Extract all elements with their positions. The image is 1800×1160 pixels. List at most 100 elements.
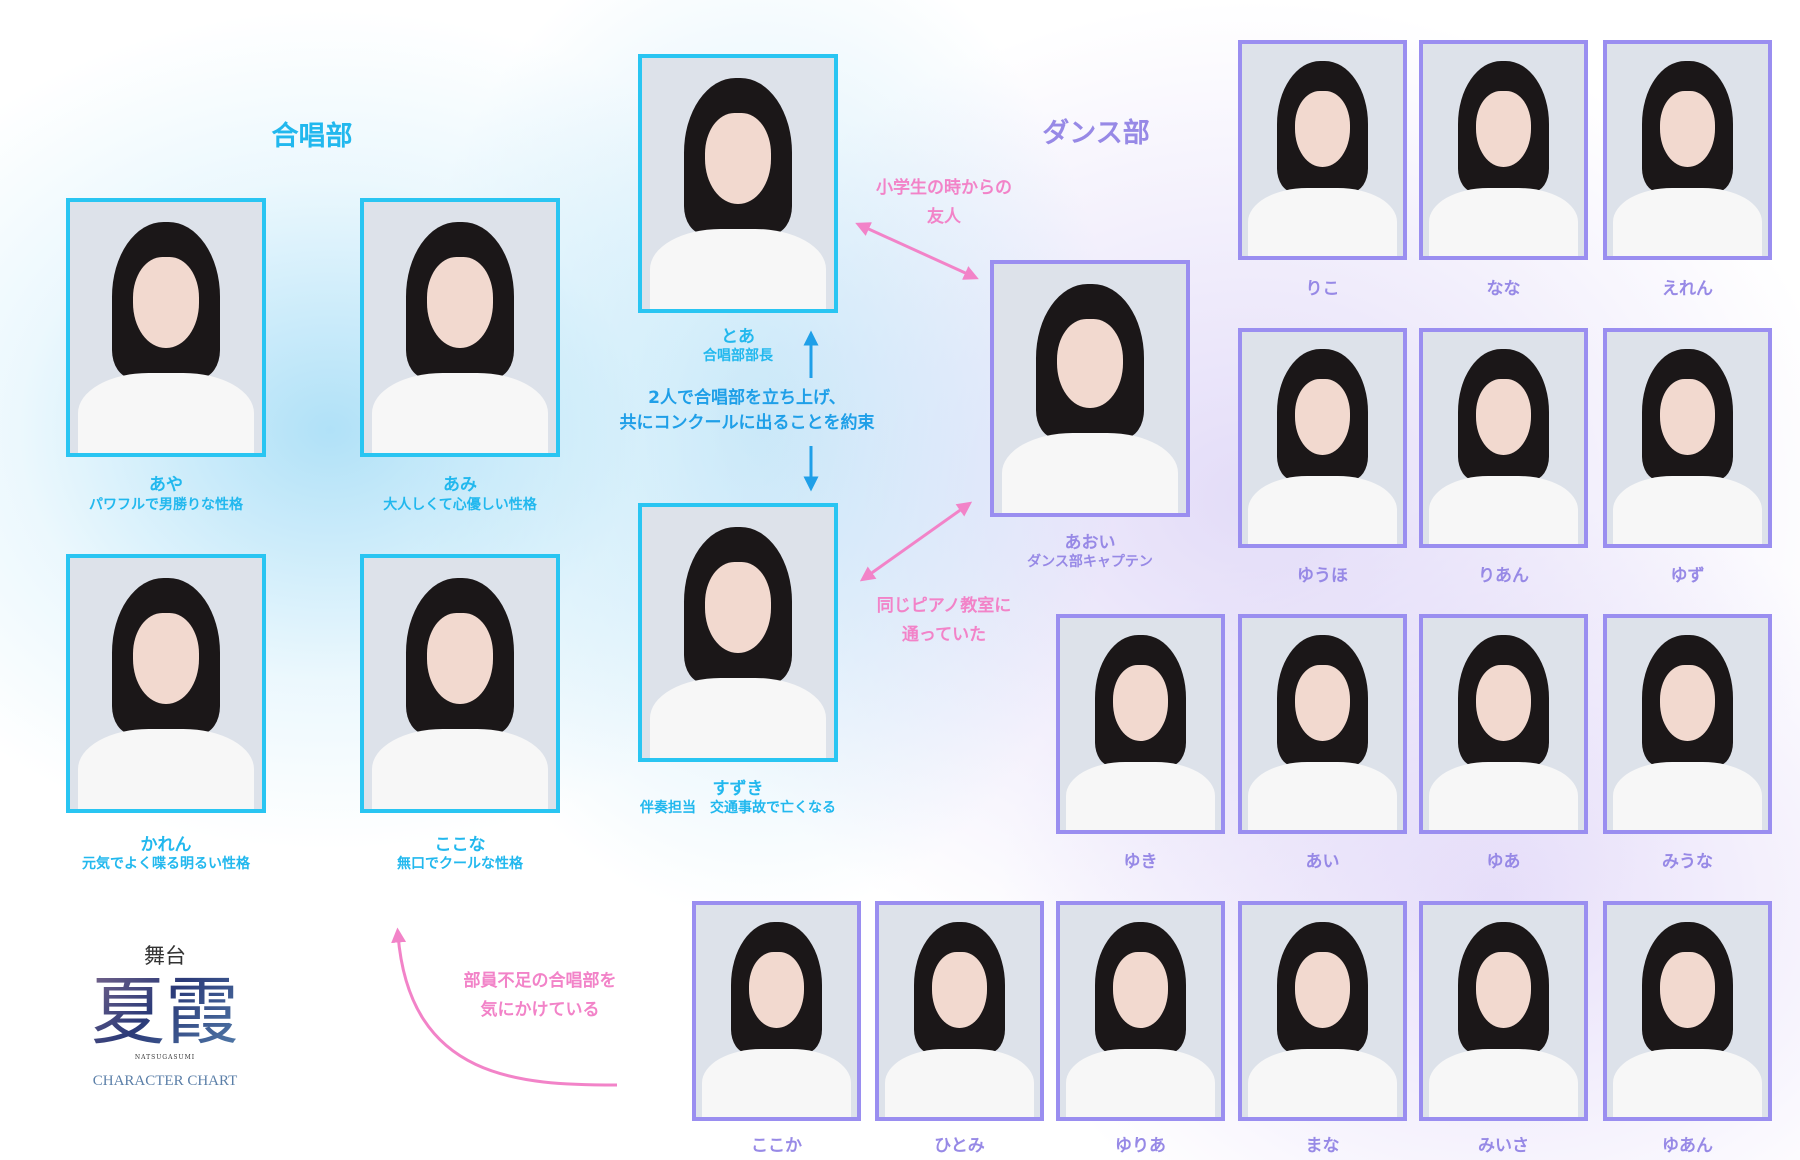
character-name: とあ (721, 327, 755, 347)
character-name: すずき (712, 779, 764, 799)
portrait-dance-captain (990, 260, 1190, 517)
shirt (371, 372, 549, 453)
character-name: ゆず (1670, 566, 1705, 586)
shirt (649, 228, 827, 309)
shirt (1429, 1049, 1578, 1117)
face (1476, 90, 1531, 167)
relation-line: 2人で合唱部を立ち上げ、 (648, 388, 846, 408)
face (1476, 951, 1531, 1028)
face (427, 257, 493, 348)
face (1295, 378, 1350, 455)
choir-title: 合唱部 (271, 121, 353, 152)
face (1476, 664, 1531, 741)
character-name: りこ (1305, 279, 1340, 299)
face (1476, 378, 1531, 455)
shirt (371, 728, 549, 809)
character-description: 元気でよく喋る明るい性格 (82, 856, 250, 872)
shirt (1066, 762, 1215, 830)
relation-line: 小学生の時からの (876, 178, 1012, 198)
shirt (77, 372, 255, 453)
character-name: みうな (1662, 852, 1713, 872)
portrait-choir-0 (66, 198, 266, 457)
portrait-dance-6 (1056, 614, 1225, 834)
shirt (1613, 476, 1762, 544)
portrait-dance-4 (1419, 328, 1588, 548)
face (1057, 318, 1123, 409)
face (133, 613, 199, 704)
character-name: かれん (140, 835, 192, 855)
shirt (702, 1049, 851, 1117)
face (1295, 951, 1350, 1028)
character-description: 合唱部部長 (703, 348, 773, 364)
character-name: なな (1486, 279, 1521, 299)
face (705, 113, 771, 204)
relation-suzuki-aoi: 同じピアノ教室に 通っていた (844, 592, 1044, 650)
portrait-dance-10 (692, 901, 861, 1121)
portrait-dance-5 (1603, 328, 1772, 548)
shirt (1429, 188, 1578, 256)
character-name: あおい (1064, 533, 1116, 553)
face (133, 257, 199, 348)
shirt (1429, 476, 1578, 544)
shirt (1248, 188, 1397, 256)
logo-romaji: NATSUGASUMI (134, 1054, 196, 1061)
shirt (1248, 1049, 1397, 1117)
face (705, 562, 771, 653)
face (749, 951, 804, 1028)
relation-line: 部員不足の合唱部を (463, 971, 617, 991)
character-name: ゆりあ (1115, 1136, 1166, 1156)
portrait-choir-1 (360, 198, 560, 457)
character-description: 大人しくて心優しい性格 (383, 497, 537, 513)
portrait-dance-12 (1056, 901, 1225, 1121)
relation-line: 友人 (927, 207, 961, 227)
portrait-choir-3 (360, 554, 560, 813)
portrait-dance-9 (1603, 614, 1772, 834)
face (1295, 90, 1350, 167)
face (932, 951, 987, 1028)
shirt (1613, 188, 1762, 256)
shirt (1613, 1049, 1762, 1117)
character-name: ここか (751, 1136, 802, 1156)
portrait-dance-15 (1603, 901, 1772, 1121)
character-name: あい (1305, 852, 1340, 872)
relation-line: 共にコンクールに出ることを約束 (619, 413, 875, 433)
face (1660, 90, 1715, 167)
character-description: ダンス部キャプテン (1027, 554, 1153, 570)
portrait-dance-2 (1603, 40, 1772, 260)
character-name: みいさ (1478, 1136, 1529, 1156)
character-name: まな (1305, 1136, 1340, 1156)
portrait-dance-13 (1238, 901, 1407, 1121)
character-name: りあん (1478, 566, 1529, 586)
face (1660, 378, 1715, 455)
portrait-dance-11 (875, 901, 1044, 1121)
arrow-suzuki-aoi (859, 501, 973, 582)
portrait-choir-2 (66, 554, 266, 813)
relation-line: 通っていた (901, 625, 987, 645)
logo: 舞台 夏霞 NATSUGASUMI CHARACTER CHART (65, 940, 265, 1090)
logo-prefix: 舞台 (144, 944, 186, 968)
face (1113, 664, 1168, 741)
shirt (1066, 1049, 1215, 1117)
face (1660, 951, 1715, 1028)
character-name: ひとみ (934, 1136, 985, 1156)
shirt (1248, 762, 1397, 830)
arrow-dance-to-choir (391, 927, 618, 1087)
relation-toa-suzuki: 2人で合唱部を立ち上げ、 共にコンクールに出ることを約束 (577, 386, 917, 436)
character-description: 伴奏担当 交通事故で亡くなる (640, 800, 836, 816)
character-name: ゆき (1123, 852, 1158, 872)
portrait-dance-0 (1238, 40, 1407, 260)
shirt (885, 1049, 1034, 1117)
character-description: 無口でクールな性格 (397, 856, 523, 872)
character-name: ゆうほ (1297, 566, 1348, 586)
face (1295, 664, 1350, 741)
portrait-dance-1 (1419, 40, 1588, 260)
logo-subtitle: CHARACTER CHART (92, 1073, 238, 1089)
character-name: あみ (443, 475, 477, 495)
shirt (1613, 762, 1762, 830)
face (1660, 664, 1715, 741)
face (427, 613, 493, 704)
character-name: えれん (1662, 279, 1713, 299)
face (1113, 951, 1168, 1028)
relation-line: 気にかけている (480, 1000, 600, 1020)
